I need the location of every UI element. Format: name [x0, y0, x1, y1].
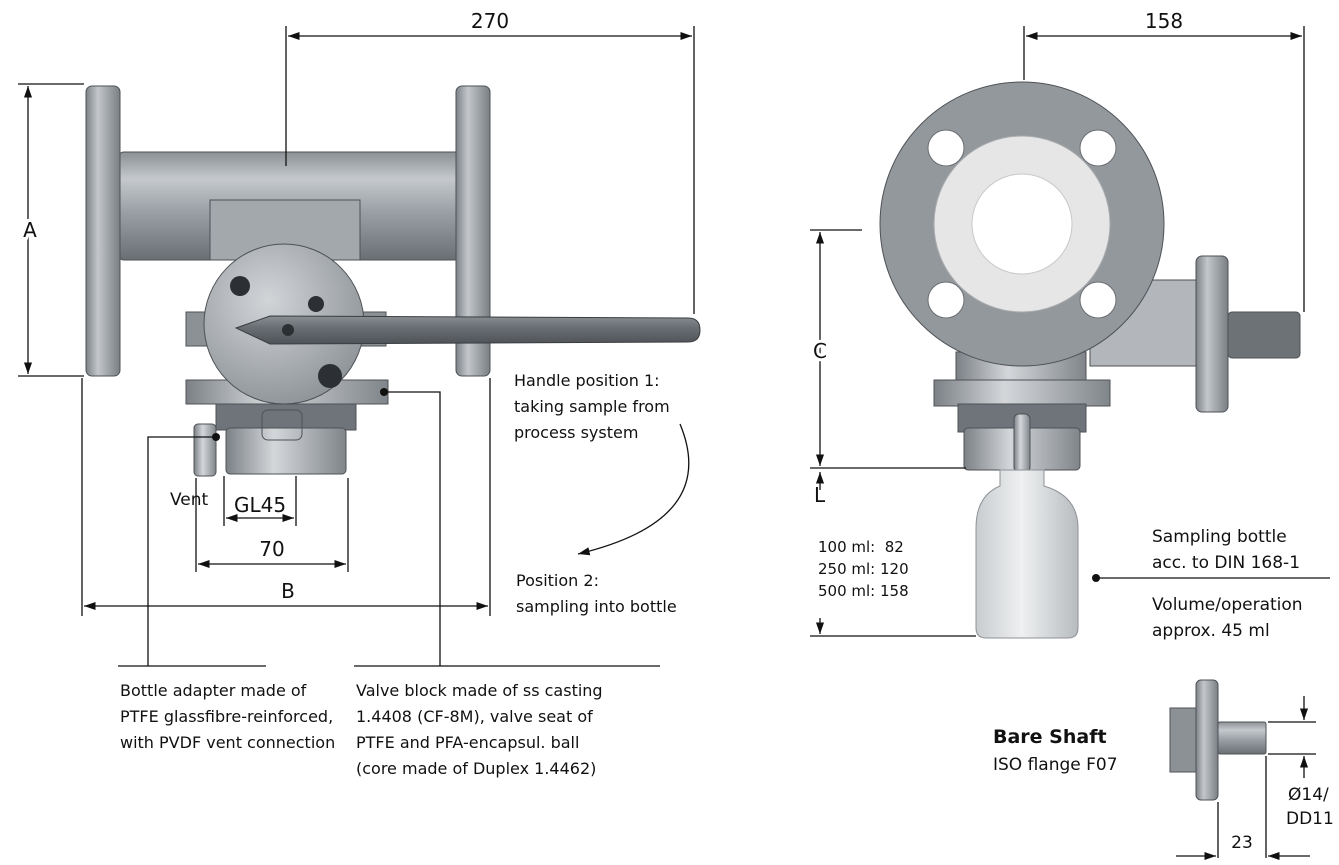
bare-shaft-view: Bare Shaft ISO flange F07 Ø14/ DD11 23: [993, 679, 1334, 861]
valve-note-line3: PTFE and PFA-encapsul. ball: [356, 733, 579, 752]
handle-position-2-line2: sampling into bottle: [516, 597, 677, 616]
l-table-500: 500 ml: 158: [818, 582, 909, 600]
adapter-note-line1: Bottle adapter made of: [120, 681, 307, 700]
right-flange: [455, 85, 491, 377]
dimension-70: 70: [259, 537, 284, 561]
bare-shaft-pin: [1217, 721, 1267, 755]
sampling-bottle: [975, 469, 1079, 639]
l-table-100: 100 ml: 82: [818, 538, 904, 556]
side-flange: [1195, 255, 1229, 413]
volume-note-line2: approx. 45 ml: [1152, 621, 1270, 641]
dimension-c: C: [813, 339, 827, 363]
handle-position-1-line3: process system: [514, 423, 638, 442]
dimension-gl45: GL45: [234, 493, 286, 517]
handle-lever: [234, 315, 701, 345]
front-vent: [1013, 413, 1031, 473]
dimension-a: A: [23, 218, 37, 242]
handle-position-1-line1: Handle position 1:: [514, 371, 660, 390]
dimension-l: L: [814, 483, 826, 507]
shaft-diameter-line2: DD11: [1286, 809, 1334, 829]
flange-hole: [1079, 129, 1117, 167]
flange-hole: [927, 281, 965, 319]
bare-shaft-body: [1169, 707, 1199, 773]
dimension-158: 158: [1145, 9, 1183, 33]
rotation-arrow: [577, 423, 690, 556]
side-view: 270 A B GL45 70 Vent Handle position 1: …: [18, 9, 701, 778]
bare-shaft-title: Bare Shaft: [993, 726, 1107, 748]
dimension-270: 270: [471, 9, 509, 33]
valve-note-line4: (core made of Duplex 1.4462): [356, 759, 596, 778]
bolt-head: [308, 296, 324, 312]
adapter-note-line3: with PVDF vent connection: [120, 733, 335, 752]
vent-stub: [193, 423, 217, 477]
shaft-diameter-line1: Ø14/: [1288, 785, 1329, 805]
bare-shaft-flange: [1195, 679, 1219, 801]
bare-shaft-subtitle: ISO flange F07: [993, 755, 1118, 775]
bottle-adapter: [225, 427, 347, 475]
adapter-note-line2: PTFE glassfibre-reinforced,: [120, 707, 333, 726]
dimension-23: 23: [1231, 833, 1253, 853]
front-lower-plate: [933, 379, 1111, 407]
left-flange: [85, 85, 121, 377]
handle-position-1-line2: taking sample from: [514, 397, 670, 416]
handle-pivot-bolt: [282, 324, 294, 336]
bore: [971, 173, 1073, 275]
l-table-250: 250 ml: 120: [818, 560, 909, 578]
flange-hole: [927, 129, 965, 167]
bolt-head: [230, 276, 250, 296]
volume-note-line1: Volume/operation: [1152, 595, 1303, 615]
valve-note-line2: 1.4408 (CF-8M), valve seat of: [356, 707, 593, 726]
flange-hole: [1079, 281, 1117, 319]
bolt-head: [318, 364, 342, 388]
side-shaft-end: [1227, 311, 1301, 359]
dimension-b: B: [281, 579, 295, 603]
nut-ring: [215, 403, 357, 431]
handle-position-2-line1: Position 2:: [516, 571, 599, 590]
front-view: 158 C L 100 ml: 82 250 ml: 120 500 ml: 1…: [810, 9, 1330, 641]
bottle-note-line1: Sampling bottle: [1152, 527, 1287, 547]
vent-label: Vent: [170, 490, 209, 510]
bottle-note-line2: acc. to DIN 168-1: [1152, 553, 1300, 573]
valve-housing: [209, 199, 361, 261]
valve-note-line1: Valve block made of ss casting: [356, 681, 603, 700]
